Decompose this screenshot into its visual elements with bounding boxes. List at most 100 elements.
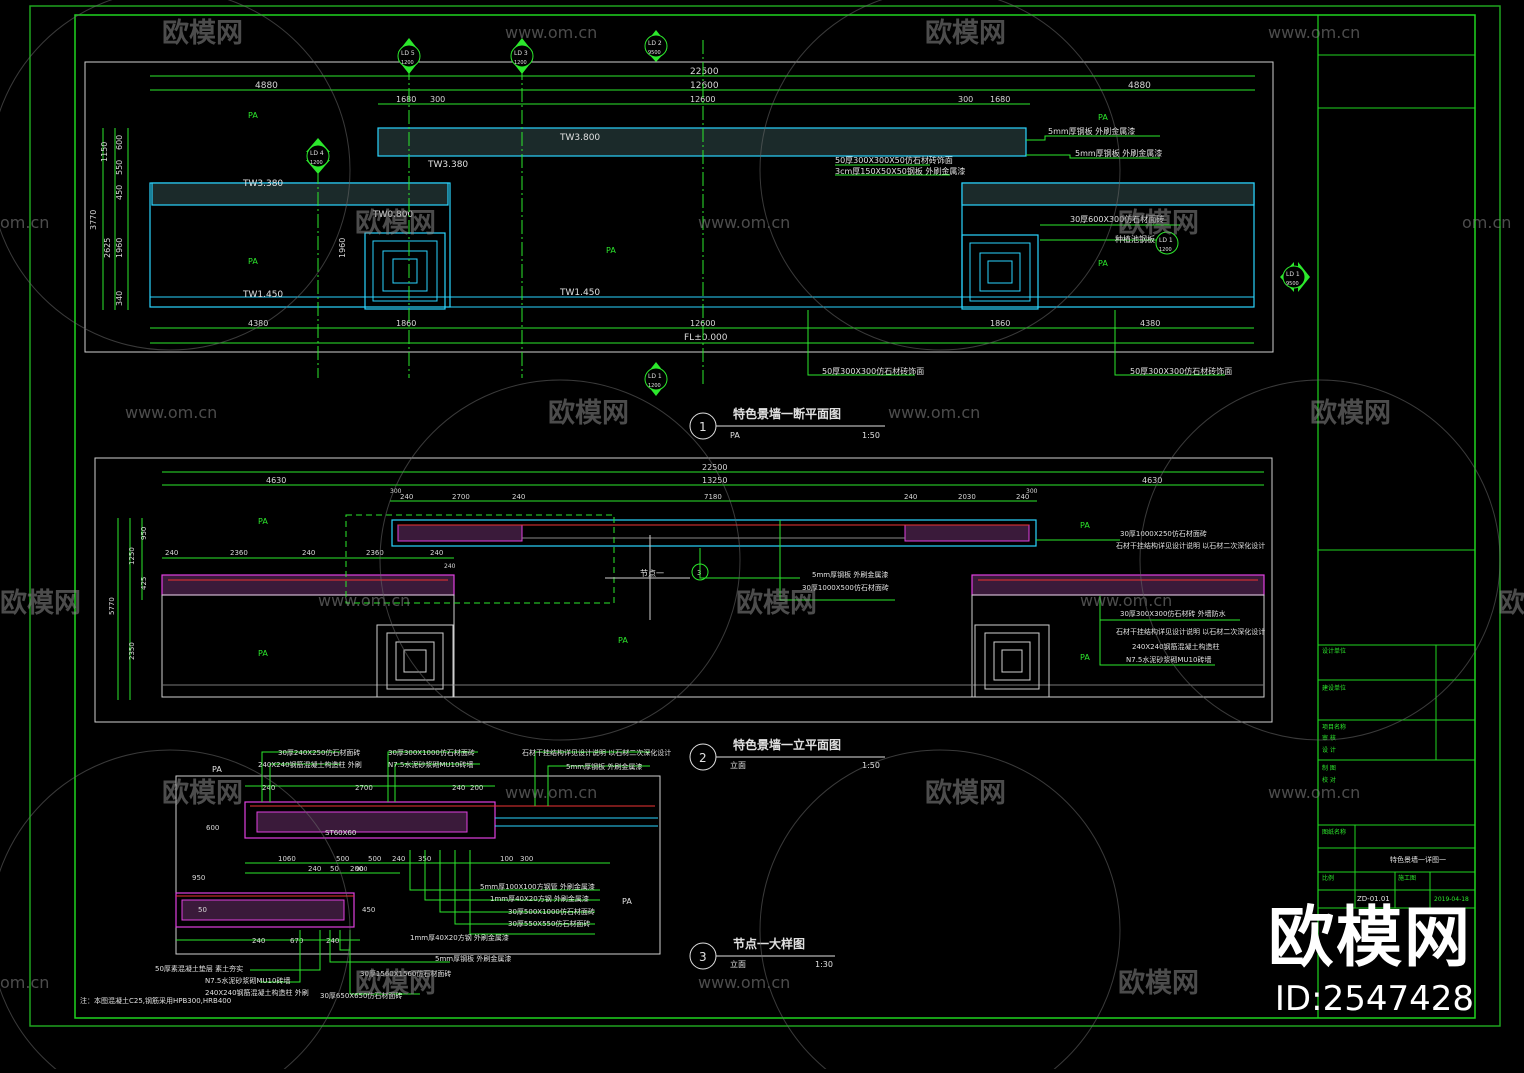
elev-dim-left-0: 950 <box>140 527 148 540</box>
elev-top-cap <box>391 519 1037 547</box>
wm-brand-7: 欧模网 <box>736 588 817 619</box>
plan-note-5: 种植池钢板 <box>1115 234 1155 244</box>
wm-brand-10: 欧模网 <box>925 778 1006 809</box>
wm-brand-8: 欧模网 <box>1498 588 1524 619</box>
detail-dim-15: 900 <box>356 866 368 873</box>
plan-callout-5: LD 1 9500 <box>1280 262 1310 292</box>
elev-seg-2: 240 <box>512 493 525 501</box>
elev-seg-3: 7180 <box>704 493 722 501</box>
detail-dim-6: 300 <box>520 855 533 863</box>
elev-note-7: N7.5水泥砂浆砌MU10砖墙 <box>1126 655 1211 664</box>
plan-pa-0: PA <box>248 111 258 120</box>
detail-dim-2: 500 <box>368 855 381 863</box>
plan-dim-b-midleft: 1860 <box>396 319 416 328</box>
detail-note-8: 30厚500X1000仿石材面砖 <box>508 907 595 916</box>
plan-dim-overall: 22500 <box>690 67 719 77</box>
detail-dim-7: 200 <box>350 865 363 873</box>
plan-callout-0: LD 5 1200 <box>397 38 421 74</box>
outer-frame <box>29 5 1501 1027</box>
detail-dim-14: 200 <box>470 784 483 792</box>
plan-dim-left-6: 1960 <box>115 238 124 258</box>
wm-brand-11: 欧模网 <box>355 968 436 999</box>
plan-note-3: 3cm厚150X50X50钢板 外刷金属漆 <box>835 166 965 176</box>
watermark-id: ID:2547428 <box>1274 979 1474 1019</box>
plan-cap-right <box>961 182 1255 206</box>
elev-seg-1: 2700 <box>452 493 470 501</box>
plan-pa-1: PA <box>248 257 258 266</box>
inner-frame <box>74 14 1476 1019</box>
detail-scale: 1:30 <box>815 960 833 969</box>
plan-note-1: 5mm厚钢板 外刷金属漆 <box>1075 148 1162 158</box>
plan-dim-inner: 12600 <box>690 81 719 91</box>
detail-title: 节点一大样图 <box>733 936 805 951</box>
plan-scale: 1:50 <box>862 431 880 440</box>
plan-dim-right-b: 1680 <box>990 95 1010 104</box>
detail-note-0: 30厚240X250仿石材面砖 <box>278 748 360 757</box>
plan-dim-b-center: 12600 <box>690 319 715 328</box>
detail-dim-9: 240 <box>326 937 339 945</box>
elev-dim-right: 4630 <box>1142 476 1162 485</box>
plan-callout-1-top: LD 3 <box>514 50 528 57</box>
elev-dim-left: 4630 <box>266 476 286 485</box>
detail-note-13: 50厚素混凝土垫层 素土夯实 <box>155 964 243 973</box>
tb-row-1: 建设单位 <box>1322 684 1346 692</box>
elev-row-5: 240 <box>444 563 456 570</box>
elev-pa-4: PA <box>1080 653 1090 662</box>
elev-dim-left-3: 5770 <box>108 597 116 615</box>
detail-note-2: 30厚300X1000仿石材面砖 <box>388 748 475 757</box>
tb-row-0: 设计单位 <box>1322 647 1346 655</box>
plan-note-6: 50厚300X300仿石材砖饰面 <box>822 366 924 376</box>
wm-site-2: om.cn <box>0 213 49 232</box>
tb-date: 2019-04-18 <box>1434 896 1469 903</box>
elev-planter-right <box>974 624 1050 698</box>
detail-dim-20: 240 <box>308 865 321 873</box>
elev-note-1: 石材干挂结构详见设计说明 以石材二次深化设计 <box>1116 541 1265 550</box>
elev-small-0: 300 <box>390 488 402 495</box>
plan-sub: PA <box>730 431 740 440</box>
plan-callout-6-bottom: 1200 <box>648 383 661 389</box>
detail-dim-18: 50 <box>198 906 207 914</box>
wm-site-0: www.om.cn <box>505 23 597 42</box>
plan-callout-5-bottom: 9500 <box>1286 281 1299 287</box>
plan-dim-left-3: 3770 <box>89 210 98 230</box>
elev-dim-left-2: 425 <box>140 577 148 590</box>
wm-site-10: www.om.cn <box>1268 783 1360 802</box>
plan-callout-2-top: LD 2 <box>648 40 662 47</box>
wm-brand-4: 欧模网 <box>548 398 629 429</box>
detail-note-10: 1mm厚40X20方钢 外刷金属漆 <box>410 933 509 942</box>
plan-cap-left <box>151 182 449 206</box>
elev-row-4: 240 <box>430 549 443 557</box>
wm-brand-1: 欧模网 <box>925 18 1006 49</box>
detail-pa-0: PA <box>212 765 222 774</box>
elev-seg-6: 240 <box>1016 493 1029 501</box>
plan-dim-b-midright: 1860 <box>990 319 1010 328</box>
plan-fl-level: FL±0.000 <box>684 333 728 343</box>
elev-pa-0: PA <box>258 517 268 526</box>
plan-callout-2-bottom: 9500 <box>648 50 661 56</box>
plan-level-4: TW1.450 <box>242 290 283 300</box>
plan-pa-3: PA <box>1098 113 1108 122</box>
elev-note-6: 240X240钢筋混凝土构造柱 <box>1132 642 1220 651</box>
plan-dim-left-4: 450 <box>115 185 124 200</box>
tb-stage-label: 施工图 <box>1398 874 1416 882</box>
plan-callout-1-bottom: 1200 <box>514 60 527 66</box>
plan-dim-left-8: 340 <box>115 291 124 306</box>
detail-dim-3: 240 <box>392 855 405 863</box>
tb-row-5: 设 计 <box>1322 746 1336 754</box>
detail-note-3: N7.5水泥砂浆砌MU10砖墙 <box>388 760 473 769</box>
plan-cap-center <box>377 127 1027 157</box>
tb-drawing-name: 特色景墙一详图一 <box>1390 855 1446 864</box>
plan-level-5: TW1.450 <box>559 288 600 298</box>
elev-section-callout: 节点一 <box>640 569 664 578</box>
elev-planter-left <box>376 624 454 698</box>
plan-dim-left-0: 1150 <box>100 142 109 162</box>
plan-dim-inner2: 12600 <box>690 95 715 104</box>
tb-row-3: 图纸名称 <box>1322 828 1346 836</box>
detail-dim-17: 450 <box>362 906 375 914</box>
wm-brand-9: 欧模网 <box>162 778 243 809</box>
wm-brand-12: 欧模网 <box>1118 968 1199 999</box>
plan-view-number: 1 <box>699 420 707 434</box>
elev-seg-5: 2030 <box>958 493 976 501</box>
plan-dim-left-7: 1960 <box>338 238 347 258</box>
